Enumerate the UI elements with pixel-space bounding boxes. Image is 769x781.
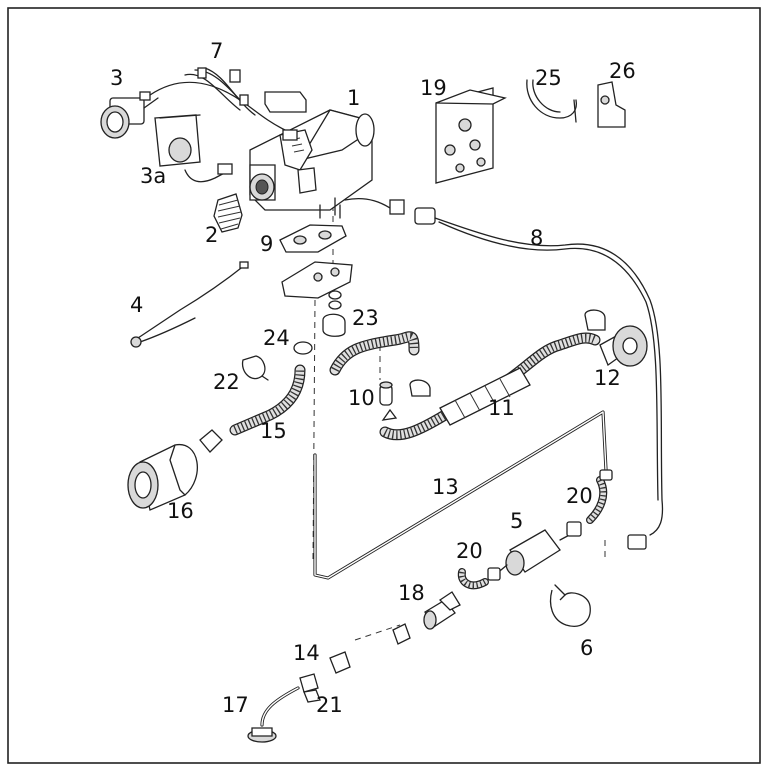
callout-8: 8 — [530, 226, 543, 250]
mounting-strap — [526, 79, 578, 123]
pump-cable-harness — [344, 198, 664, 550]
intake-cap — [584, 309, 648, 367]
clamp-parts — [293, 290, 346, 355]
callout-17: 17 — [222, 693, 249, 717]
heater-unit — [249, 109, 375, 219]
exhaust-silencer — [127, 429, 223, 511]
fuel-hose-lower — [457, 568, 489, 590]
intake-grille — [213, 193, 243, 233]
exhaust-hose — [229, 364, 306, 436]
fuel-line — [313, 410, 608, 580]
callout-9: 9 — [260, 232, 273, 256]
callout-20-lower: 20 — [456, 539, 483, 563]
callout-14: 14 — [293, 641, 320, 665]
pump-holder — [549, 584, 591, 627]
callout-16: 16 — [167, 499, 194, 523]
callout-21: 21 — [316, 693, 343, 717]
callout-labels: 1 2 3 3a 4 5 6 7 8 9 10 11 12 13 14 15 1… — [110, 39, 636, 717]
wiring-harness — [149, 67, 307, 141]
callout-22: 22 — [213, 370, 240, 394]
exhaust-flange-plate — [281, 261, 353, 299]
intake-fitting — [379, 379, 431, 406]
callout-5: 5 — [510, 509, 523, 533]
callout-12: 12 — [594, 366, 621, 390]
mounting-bracket — [435, 87, 507, 184]
fuel-pump — [487, 521, 582, 581]
callout-4: 4 — [130, 293, 143, 317]
callout-24: 24 — [263, 326, 290, 350]
callout-26: 26 — [609, 59, 636, 83]
digital-controller — [154, 114, 233, 183]
rotary-switch — [100, 91, 159, 139]
pipe-clamp — [241, 355, 269, 381]
intake-hose — [329, 331, 601, 441]
callout-3: 3 — [110, 66, 123, 90]
callout-15: 15 — [260, 419, 287, 443]
fuel-standpipe — [247, 686, 300, 743]
power-cable — [130, 261, 249, 348]
callout-25: 25 — [535, 66, 562, 90]
callout-2: 2 — [205, 223, 218, 247]
callout-19: 19 — [420, 76, 447, 100]
callout-3a: 3a — [140, 164, 166, 188]
callout-1: 1 — [347, 86, 360, 110]
angle-bracket — [597, 81, 626, 128]
callout-11: 11 — [488, 396, 515, 420]
callout-7: 7 — [210, 39, 223, 63]
callout-13: 13 — [432, 475, 459, 499]
callout-6: 6 — [580, 636, 593, 660]
mounting-gasket — [279, 224, 347, 253]
callout-23: 23 — [352, 306, 379, 330]
fuel-filter — [392, 591, 461, 645]
callout-18: 18 — [398, 581, 425, 605]
hose-clamps — [299, 651, 351, 703]
callout-20-upper: 20 — [566, 484, 593, 508]
fuel-hose-upper — [586, 469, 613, 524]
callout-10: 10 — [348, 386, 375, 410]
